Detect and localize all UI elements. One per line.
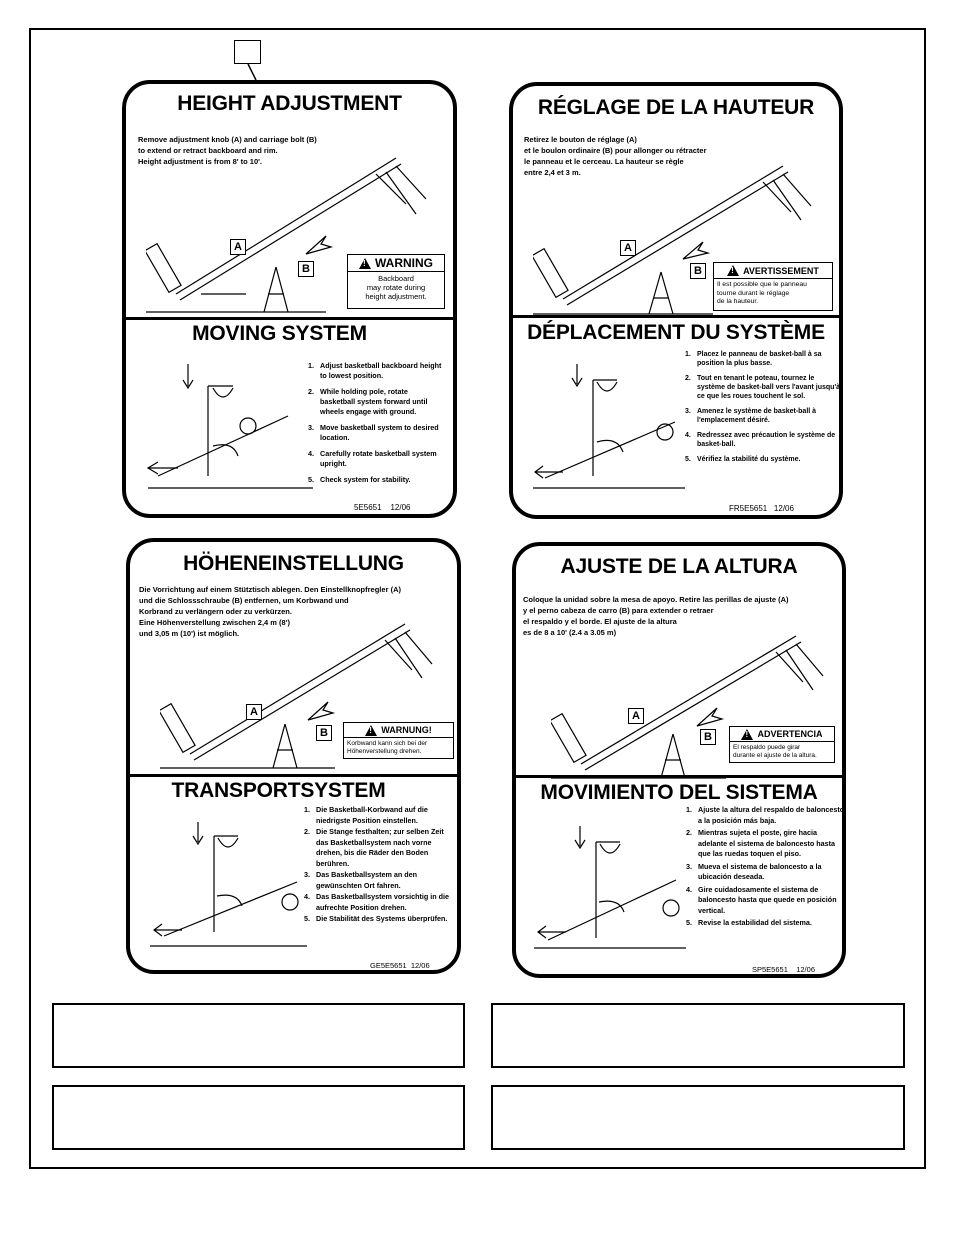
step-item: 5.Check system for stability.	[308, 475, 411, 484]
label-code: 5E5651 12/06	[354, 503, 411, 512]
step-item: 1.Placez le panneau de basket-ball à sa …	[685, 351, 822, 367]
height-title: RÉGLAGE DE LA HAUTEUR	[537, 96, 815, 119]
label-code: FR5E5651 12/06	[729, 504, 794, 513]
moving-system-illustration	[534, 826, 686, 949]
height-adjust-illustration	[160, 623, 433, 769]
height-adjust-illustration	[533, 165, 812, 315]
warning-title: ADVERTENCIA	[757, 729, 823, 739]
step-item: 5.Vérifiez la stabilité du système.	[685, 456, 801, 463]
part-a-marker: A	[620, 240, 636, 256]
part-b-marker: B	[700, 729, 716, 745]
warning-text: Backboard may rotate during height adjus…	[365, 274, 427, 301]
step-item: 5.Revise la estabilidad del sistema.	[686, 918, 812, 927]
step-item: 3.Move basketball system to desired loca…	[308, 423, 439, 442]
moving-steps: 1.Ajuste la altura del respaldo de balon…	[686, 805, 845, 931]
moving-system-illustration	[533, 364, 685, 489]
warning-title: WARNING	[375, 256, 433, 270]
height-instructions: Remove adjustment knob (A) and carriage …	[138, 135, 317, 166]
step-item: 1.Ajuste la altura del respaldo de balon…	[686, 805, 845, 825]
step-item: 5.Die Stabilität des Systems überprüfen.	[304, 914, 448, 923]
height-adjust-illustration	[146, 157, 427, 313]
height-title: HEIGHT ADJUSTMENT	[177, 92, 402, 115]
blank-box	[52, 1003, 465, 1068]
moving-steps: 1.Placez le panneau de basket-ball à sa …	[685, 350, 841, 470]
step-item: 3.Das Basketballsystem an den gewünschte…	[304, 870, 418, 890]
step-item: 2.Mientras sujeta el poste, gire hacia a…	[686, 828, 836, 858]
step-item: 1.Die Basketball-Korbwand auf die niedri…	[304, 805, 428, 825]
height-instructions: Die Vorrichtung auf einem Stütztisch abl…	[139, 585, 401, 638]
label-code: SP5E5651 12/06	[752, 965, 815, 974]
moving-title: DÉPLACEMENT DU SYSTÈME	[527, 321, 825, 344]
warning-text: Korbwand kann sich bei der Höhenverstell…	[347, 740, 428, 755]
step-item: 4.Das Basketballsystem vorsichtig in die…	[304, 892, 450, 912]
moving-steps: 1.Adjust basketball backboard height to …	[308, 361, 443, 491]
page-frame	[29, 28, 926, 1169]
part-a-marker: A	[246, 704, 262, 720]
part-a-marker: A	[628, 708, 644, 724]
step-item: 2.Die Stange festhalten; zur selben Zeit…	[304, 827, 444, 868]
moving-steps: 1.Die Basketball-Korbwand auf die niedri…	[304, 805, 454, 926]
section-divider	[126, 317, 453, 320]
height-adjust-illustration	[551, 635, 824, 779]
warning-triangle-icon	[365, 724, 378, 736]
warning-box: ADVERTENCIA El respaldo puede girar dura…	[729, 726, 835, 763]
step-item: 4.Redressez avec précaution le système d…	[685, 432, 836, 448]
height-title: HÖHENEINSTELLUNG	[183, 552, 404, 575]
warning-triangle-icon	[741, 728, 754, 740]
warning-text: Il est possible que le panneau tourne du…	[717, 281, 807, 305]
warning-box: WARNUNG! Korbwand kann sich bei der Höhe…	[343, 722, 454, 759]
blank-box	[491, 1003, 905, 1068]
step-item: 1.Adjust basketball backboard height to …	[308, 361, 442, 380]
moving-title: MOVIMIENTO DEL SISTEMA	[540, 781, 818, 804]
warning-box: AVERTISSEMENT Il est possible que le pan…	[713, 262, 833, 311]
label-english: HEIGHT ADJUSTMENT Remove adjustment knob…	[122, 80, 457, 518]
section-divider	[516, 775, 842, 778]
section-divider	[130, 774, 457, 777]
step-item: 2.While holding pole, rotate basketball …	[308, 387, 428, 416]
section-divider	[513, 315, 839, 318]
height-title: AJUSTE DE LA ALTURA	[560, 555, 798, 578]
moving-title: TRANSPORTSYSTEM	[171, 779, 386, 802]
moving-system-illustration	[146, 364, 313, 489]
step-item: 4.Gire cuidadosamente el sistema de balo…	[686, 884, 837, 915]
part-b-marker: B	[690, 263, 706, 279]
part-b-marker: B	[298, 261, 314, 277]
warning-title: WARNUNG!	[381, 725, 432, 735]
part-a-marker: A	[230, 239, 246, 255]
label-french: RÉGLAGE DE LA HAUTEUR Retirez le bouton …	[509, 82, 843, 519]
callout-leader	[247, 63, 257, 81]
step-item: 3.Amenez le système de basket-ball à l'e…	[685, 408, 817, 424]
warning-box: WARNING Backboard may rotate during heig…	[347, 254, 445, 309]
part-b-marker: B	[316, 725, 332, 741]
moving-system-illustration	[150, 822, 307, 947]
height-instructions: Coloque la unidad sobre la mesa de apoyo…	[523, 595, 789, 637]
step-item: 4.Carefully rotate basketball system upr…	[308, 449, 437, 468]
warning-text: El respaldo puede girar durante el ajust…	[733, 744, 817, 759]
label-spanish: AJUSTE DE LA ALTURA Coloque la unidad so…	[512, 542, 846, 978]
blank-box	[491, 1085, 905, 1150]
warning-title: AVERTISSEMENT	[743, 265, 819, 276]
warning-triangle-icon	[359, 257, 371, 269]
label-german: HÖHENEINSTELLUNG Die Vorrichtung auf ein…	[126, 538, 461, 974]
warning-triangle-icon	[727, 265, 740, 276]
moving-title: MOVING SYSTEM	[192, 322, 367, 345]
label-code: GE5E5651 12/06	[370, 961, 430, 970]
blank-box	[52, 1085, 465, 1150]
height-instructions: Retirez le bouton de réglage (A) et le b…	[524, 135, 707, 177]
step-item: 3.Mueva el sistema de baloncesto a la ub…	[686, 861, 822, 882]
callout-box	[234, 40, 261, 64]
step-item: 2.Tout en tenant le poteau, tournez le s…	[685, 375, 841, 400]
